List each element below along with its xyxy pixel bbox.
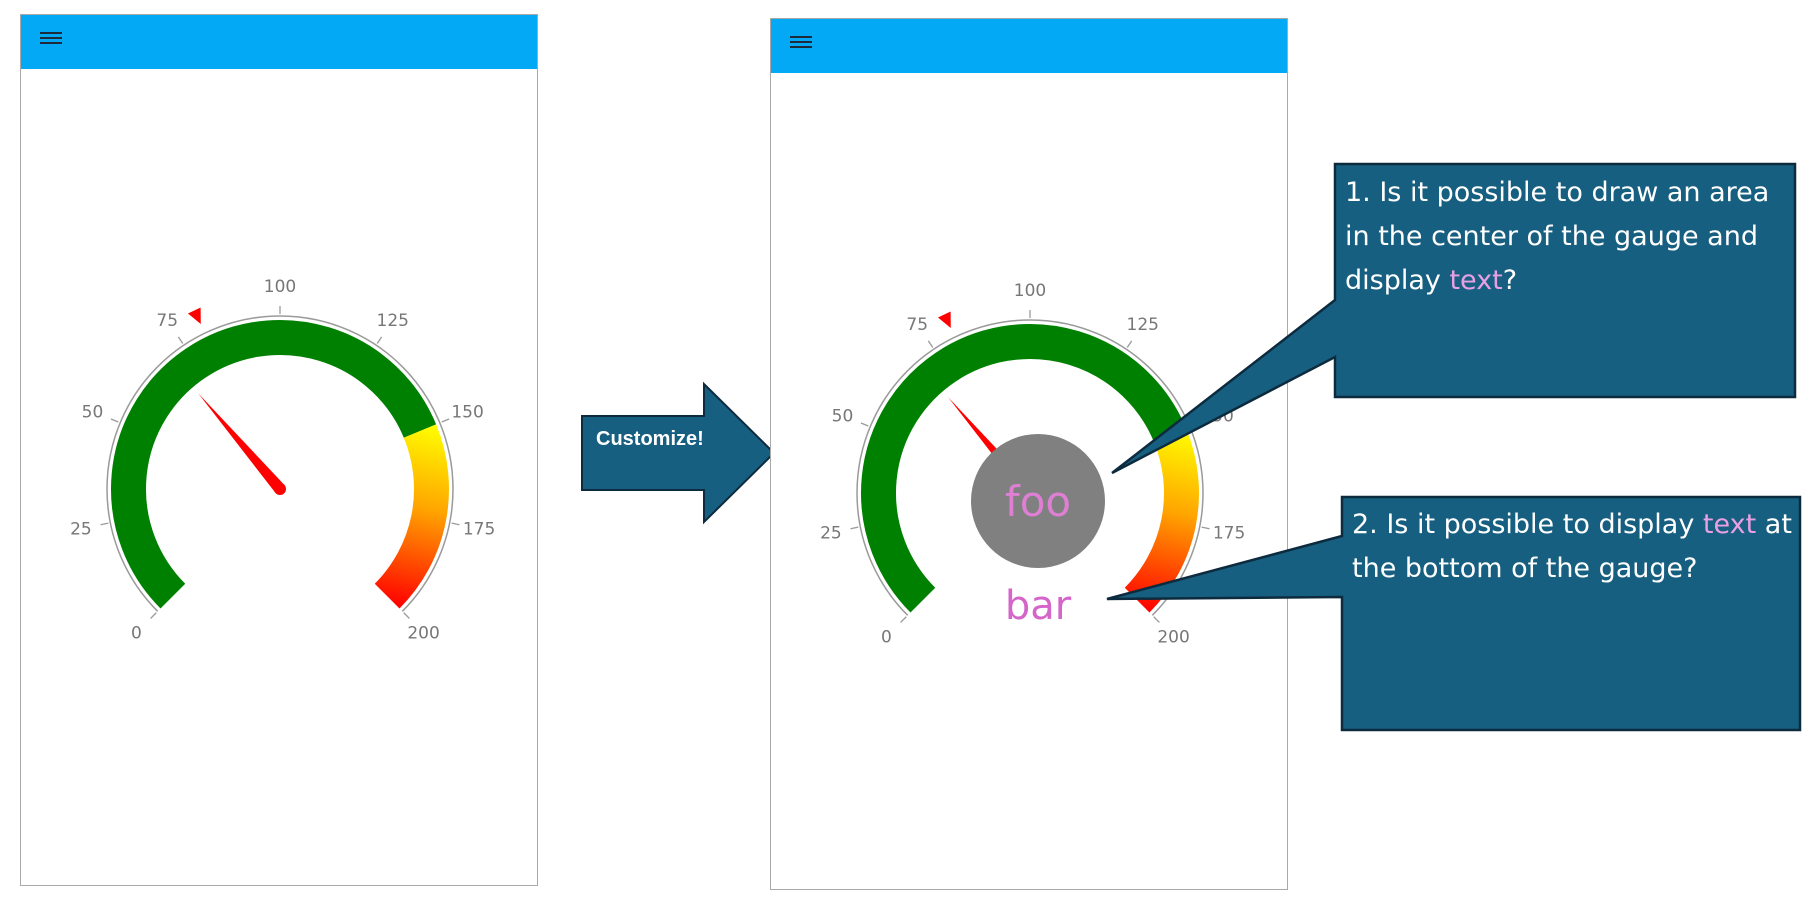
gauge-scale-line xyxy=(106,315,454,612)
gauge-bottom-text: bar xyxy=(1005,583,1072,629)
customize-arrow xyxy=(581,381,776,525)
gauge-tick-label: 50 xyxy=(82,402,104,422)
gauge-tick xyxy=(403,612,410,619)
callout-question-1: 1. Is it possible to draw an area in the… xyxy=(1345,171,1795,303)
gauge-tick-label: 100 xyxy=(264,277,296,297)
gauge-tick-label: 175 xyxy=(463,520,495,540)
phone-after: 0 25 50 75 100 125 150 175 200 foo bar xyxy=(770,18,1288,890)
gauge-tick-label: 0 xyxy=(131,624,142,644)
phone-before: 0 25 50 75 100 125 150 175 200 xyxy=(20,14,538,886)
callout-text: at the bottom of the gauge? xyxy=(1352,509,1792,584)
gauge-tick-label: 200 xyxy=(1157,628,1189,648)
gauge-marker xyxy=(937,311,951,329)
gauge-tick-label: 150 xyxy=(451,402,483,422)
app-bar xyxy=(21,15,537,69)
gauge-needle-cap xyxy=(274,483,286,495)
customize-label: Customize! xyxy=(596,428,704,450)
gauge-needle xyxy=(198,393,285,493)
gauge-tick xyxy=(150,612,157,619)
gauge-tick-label: 200 xyxy=(407,624,439,644)
gauge-tick xyxy=(1191,422,1200,427)
gauge-tick xyxy=(1153,616,1160,623)
callout-text: ? xyxy=(1502,265,1518,296)
gauge-tick-label: 25 xyxy=(70,520,92,540)
radial-gauge: 0 25 50 75 100 125 150 175 200 foo bar xyxy=(820,281,1245,648)
hamburger-menu-icon[interactable] xyxy=(790,36,812,48)
gauge-tick xyxy=(1201,526,1210,530)
gauge-tick xyxy=(850,526,859,530)
callout-text: 2. Is it possible to display xyxy=(1352,509,1703,540)
gauge-tick-label: 100 xyxy=(1014,281,1046,301)
app-bar xyxy=(771,19,1287,73)
gauge-tick-label: 75 xyxy=(906,315,928,335)
callout-text: 1. Is it possible to draw an area in the… xyxy=(1345,177,1770,296)
gauge-center-area xyxy=(971,434,1105,568)
gauge-tick xyxy=(860,422,869,427)
gauge-tick-label: 25 xyxy=(820,524,842,544)
gauge-tick-label: 125 xyxy=(377,311,409,331)
gauge-center-text: foo xyxy=(1005,477,1071,526)
gauge-tick xyxy=(1126,340,1133,348)
gauge-tick xyxy=(177,336,184,344)
gauge-range xyxy=(1124,428,1199,613)
gauge-tick-label: 75 xyxy=(156,311,178,331)
gauge-tick xyxy=(451,522,460,526)
gauge-tick xyxy=(441,418,450,423)
gauge-tick-label: 125 xyxy=(1127,315,1159,335)
gauge-tick xyxy=(110,418,119,423)
gauge-tick xyxy=(900,616,907,623)
gauge-tick-label: 175 xyxy=(1213,524,1245,544)
highlight-text: text xyxy=(1702,509,1757,540)
callout-question-2: 2. Is it possible to display text at the… xyxy=(1352,503,1792,591)
gauge-tick-label: 0 xyxy=(881,628,892,648)
gauge-marker xyxy=(187,307,201,325)
gauge-tick xyxy=(927,340,934,348)
hamburger-menu-icon[interactable] xyxy=(40,32,62,44)
radial-gauge: 0 25 50 75 100 125 150 175 200 xyxy=(70,277,495,644)
highlight-text: text xyxy=(1449,265,1503,296)
gauge-tick xyxy=(376,336,383,344)
gauge-range xyxy=(111,320,437,609)
gauge-tick xyxy=(100,522,109,526)
gauge-tick-label: 50 xyxy=(832,406,854,426)
gauge-tick-label: 150 xyxy=(1201,406,1233,426)
gauge-range xyxy=(374,424,449,609)
